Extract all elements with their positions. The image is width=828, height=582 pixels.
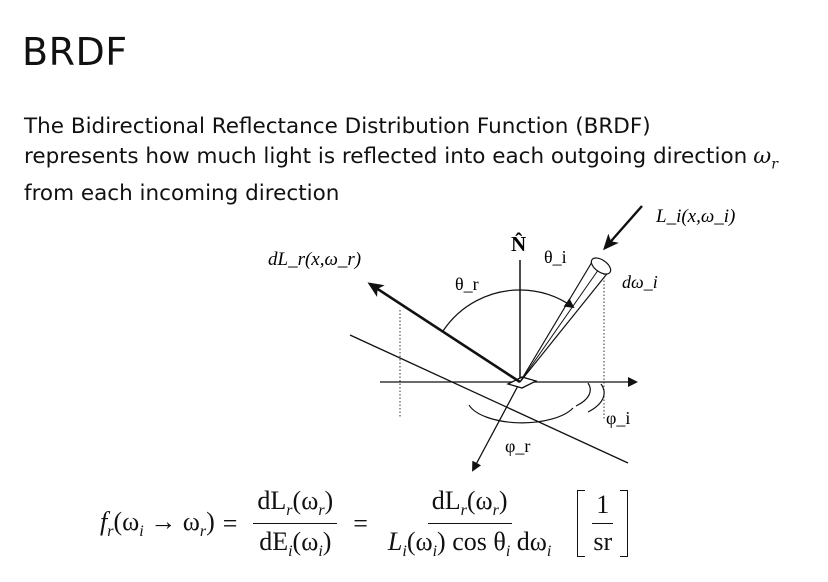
eq-frac2-num-close: ) <box>498 486 508 515</box>
eq-frac1-num-arg-sub: r <box>318 502 325 520</box>
eq-frac1-den-close: ) <box>322 527 332 557</box>
eq-frac1-denominator: dEi(ωi) <box>255 524 335 561</box>
eq-fraction-2: dLr(ωr) Li(ωi) cos θi dωi <box>384 486 555 561</box>
omega-subscript: r <box>771 156 778 173</box>
eq-frac2-num-arg-sub: r <box>492 502 499 520</box>
cone-edge-left <box>519 261 593 383</box>
body-line-3: from each incoming direction <box>24 181 340 207</box>
slide-body: The Bidirectional Reflectance Distributi… <box>24 112 824 209</box>
eq-frac2-num-d: dL <box>431 486 461 515</box>
eq-units-bracket: 1 sr <box>577 490 629 558</box>
eq-units-denominator: sr <box>593 527 613 557</box>
phi-i-arc <box>575 382 591 407</box>
eq-frac2-num-arg: (ω <box>466 486 493 515</box>
reflected-radiance-label: dL_r(x,ω_r) <box>268 249 361 270</box>
eq-arrow: → ω <box>143 506 200 536</box>
eq-fraction-1: dLr(ωr) dEi(ωi) <box>253 486 338 561</box>
eq-lhs-open: (ω <box>113 506 140 536</box>
eq-frac2-denominator: Li(ωi) cos θi dωi <box>384 524 555 561</box>
eq-frac2-den-domega: dω <box>510 527 547 557</box>
solid-angle-label: dω_i <box>622 272 658 292</box>
eq-frac2-den-theta-sub: i <box>505 543 511 561</box>
bracket-right <box>620 490 629 558</box>
omega-r-inline: ωr <box>753 144 778 173</box>
eq-units-numerator: 1 <box>592 490 614 525</box>
eq-f-sub: r <box>107 522 114 540</box>
theta-r-label: θ_r <box>455 274 479 294</box>
eq-frac1-num-close: ) <box>324 486 334 515</box>
eq-lhs-close: ) <box>206 506 215 536</box>
phi-i-label: φ_i <box>606 408 630 428</box>
eq-frac1-num-d: dL <box>257 486 287 515</box>
body-line-2-text: represents how much light is reflected i… <box>24 144 748 169</box>
phi-r-arc <box>468 404 574 424</box>
eq-units-fraction: 1 sr <box>589 490 616 557</box>
slide-title: BRDF <box>22 30 128 74</box>
eq-frac2-den-L-sub: i <box>402 543 407 561</box>
theta-r-arc <box>442 289 521 332</box>
body-line-1: The Bidirectional Reflectance Distributi… <box>24 114 651 139</box>
theta-i-arc <box>519 289 575 309</box>
normal-label: N̂ <box>511 232 526 256</box>
cone-edge-right <box>519 269 611 383</box>
omega-symbol: ω <box>753 144 772 169</box>
eq-wi-sub: i <box>139 522 144 540</box>
eq-frac1-num-sub: r <box>286 502 293 520</box>
eq-frac1-den-sub: i <box>288 543 293 561</box>
eq-frac1-den-arg: (ω <box>292 527 319 557</box>
axis-line-diagonal <box>349 334 629 464</box>
eq-frac2-den-domega-sub: i <box>546 543 552 561</box>
eq-frac2-den-arg: (ω <box>406 527 433 557</box>
eq-frac1-den-d: dE <box>259 527 289 557</box>
axis-line-front <box>472 381 521 472</box>
eq-frac1-numerator: dLr(ωr) <box>253 486 338 525</box>
eq-frac1-num-arg: (ω <box>292 486 319 515</box>
eq-frac2-num-sub: r <box>460 502 467 520</box>
bracket-left <box>577 490 586 558</box>
eq-equals-2: = <box>353 508 368 538</box>
eq-f: f <box>100 506 108 536</box>
cone-axis <box>519 265 602 383</box>
phi-i-arc-outer <box>587 383 605 413</box>
eq-frac1-den-arg-sub: i <box>318 543 323 561</box>
eq-wr-sub: r <box>199 522 207 540</box>
eq-frac2-den-L: L <box>387 527 403 557</box>
eq-frac2-den-arg-sub: i <box>432 543 438 561</box>
body-line-2: represents how much light is reflected i… <box>24 142 824 179</box>
eq-equals-1: = <box>222 508 238 538</box>
cone-cap <box>590 257 612 275</box>
incident-radiance-label: L_i(x,ω_i) <box>655 206 735 227</box>
eq-lhs: fr(ωi → ωr) <box>100 507 215 541</box>
incident-direction-arrow <box>603 205 643 251</box>
theta-i-label: θ_i <box>544 247 567 267</box>
phi-r-label: φ_r <box>505 436 530 456</box>
brdf-equation: fr(ωi → ωr) = dLr(ωr) dEi(ωi) = dLr(ωr) … <box>100 486 629 561</box>
eq-frac2-den-cos: ) cos θ <box>437 527 506 557</box>
reflected-direction-arrow <box>367 282 521 384</box>
eq-frac2-numerator: dLr(ωr) <box>427 486 512 525</box>
